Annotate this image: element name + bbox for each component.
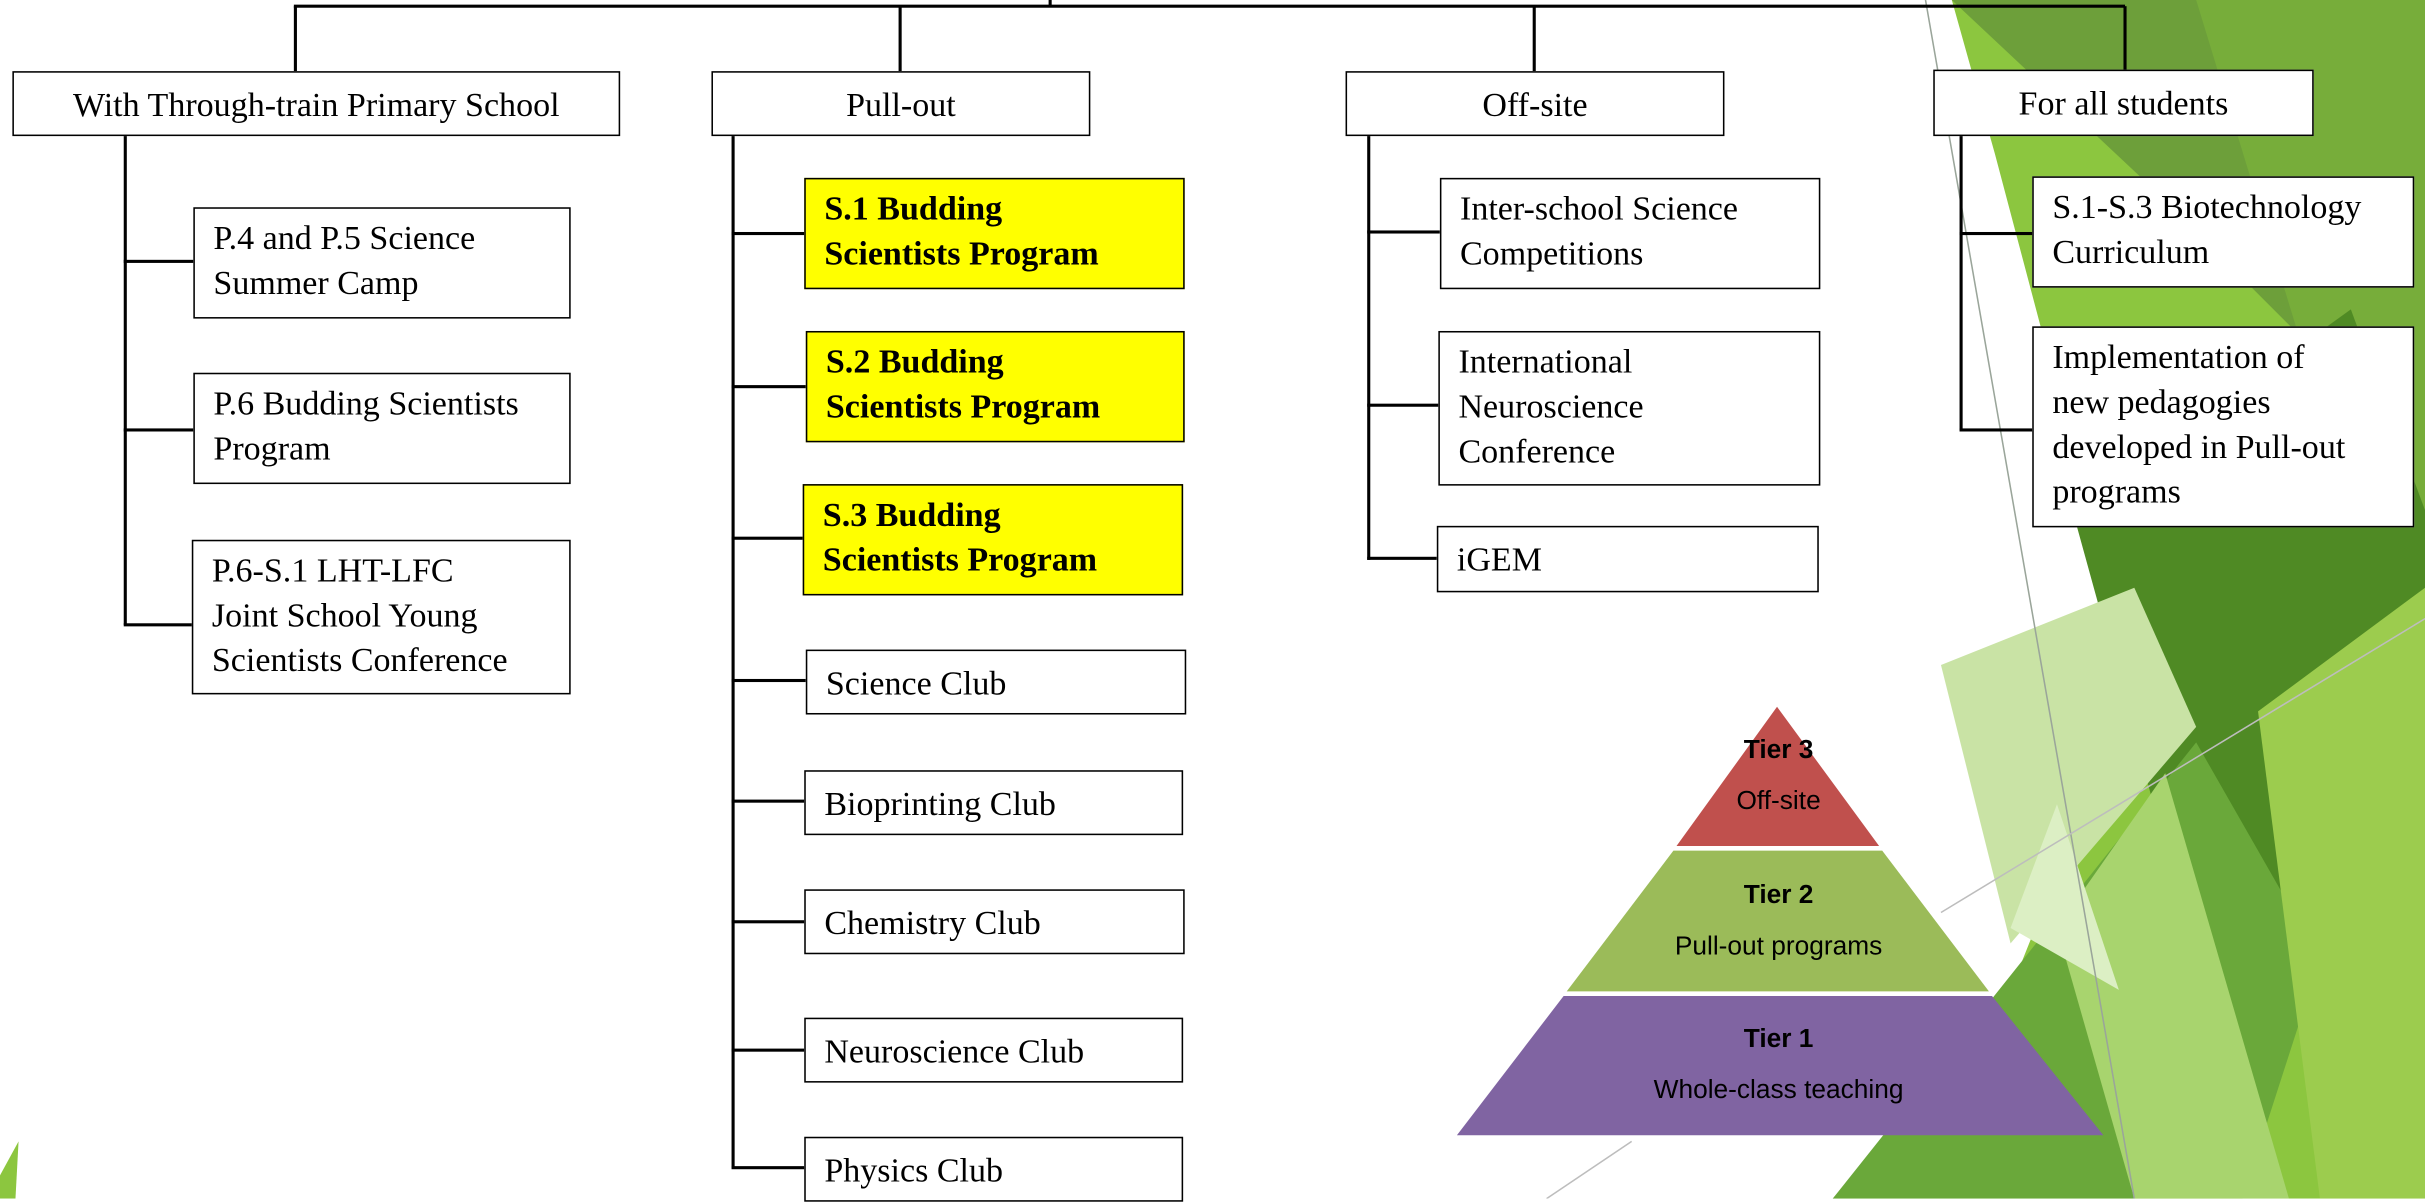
highlighted-program-box: S.3 Budding Scientists Program xyxy=(802,484,1184,596)
tier-1-label: Tier 1 Whole-class teaching xyxy=(1653,1023,1904,1105)
column-2-branch xyxy=(731,536,803,540)
column-3-branch xyxy=(1367,556,1437,560)
column-2-branch xyxy=(731,799,805,803)
column-2-branch xyxy=(731,385,806,389)
connector-drop-3 xyxy=(1532,6,1536,72)
top-connector-stub xyxy=(1048,0,1052,7)
column-4-branch xyxy=(1959,428,2033,432)
tier-2-label: Tier 2 Pull-out programs xyxy=(1674,880,1883,961)
column-3-branch xyxy=(1367,230,1440,234)
column-2-branch xyxy=(731,231,805,236)
column-4-branch xyxy=(1959,231,2033,236)
column-4-trunk xyxy=(1959,136,1963,430)
program-box: Implementation of new pedagogies develop… xyxy=(2032,326,2415,528)
column-2-branch xyxy=(731,920,805,924)
pyramid-tier-1 xyxy=(1456,996,2104,1136)
program-box: P.6 Budding Scientists Program xyxy=(193,372,571,485)
connector-drop-2 xyxy=(898,6,902,72)
column-1-branch xyxy=(123,623,194,627)
category-header-off-site: Off-site xyxy=(1345,71,1725,137)
connector-drop-4 xyxy=(2123,6,2127,72)
category-header-for-all-students: For all students xyxy=(1933,69,2314,137)
program-box: Inter-school Science Competitions xyxy=(1439,177,1821,290)
tier-3-label: Tier 3 Off-site xyxy=(1736,734,1821,816)
column-1-branch xyxy=(123,428,194,432)
column-1-trunk xyxy=(123,136,127,625)
club-box: Chemistry Club xyxy=(804,889,1185,955)
highlighted-program-box: S.1 Budding Scientists Program xyxy=(804,177,1185,290)
column-3-trunk xyxy=(1367,136,1371,560)
column-2-trunk xyxy=(731,136,735,1168)
club-box: Science Club xyxy=(805,649,1187,715)
connector-drop-1 xyxy=(293,6,297,72)
pyramid-tier-3 xyxy=(1676,706,1880,846)
program-box: P.4 and P.5 Science Summer Camp xyxy=(193,207,571,319)
club-box: Physics Club xyxy=(804,1136,1184,1202)
program-box: P.6-S.1 LHT-LFC Joint School Young Scien… xyxy=(191,539,571,695)
pyramid-tier-2 xyxy=(1566,850,1989,992)
column-2-branch xyxy=(731,1166,805,1170)
club-box: Neuroscience Club xyxy=(804,1017,1184,1083)
program-box: iGEM xyxy=(1436,525,1819,593)
highlighted-program-box: S.2 Budding Scientists Program xyxy=(805,330,1185,443)
top-connector-bar xyxy=(293,4,2126,8)
category-header-pull-out: Pull-out xyxy=(711,71,1091,137)
program-box: International Neuroscience Conference xyxy=(1438,330,1821,486)
column-1-branch xyxy=(123,259,194,263)
column-3-branch xyxy=(1367,403,1439,407)
club-box: Bioprinting Club xyxy=(804,770,1184,836)
category-header-through-train: With Through-train Primary School xyxy=(12,71,621,137)
program-box: S.1-S.3 Biotechnology Curriculum xyxy=(2032,176,2415,288)
column-2-branch xyxy=(731,678,806,683)
column-2-branch xyxy=(731,1048,805,1052)
